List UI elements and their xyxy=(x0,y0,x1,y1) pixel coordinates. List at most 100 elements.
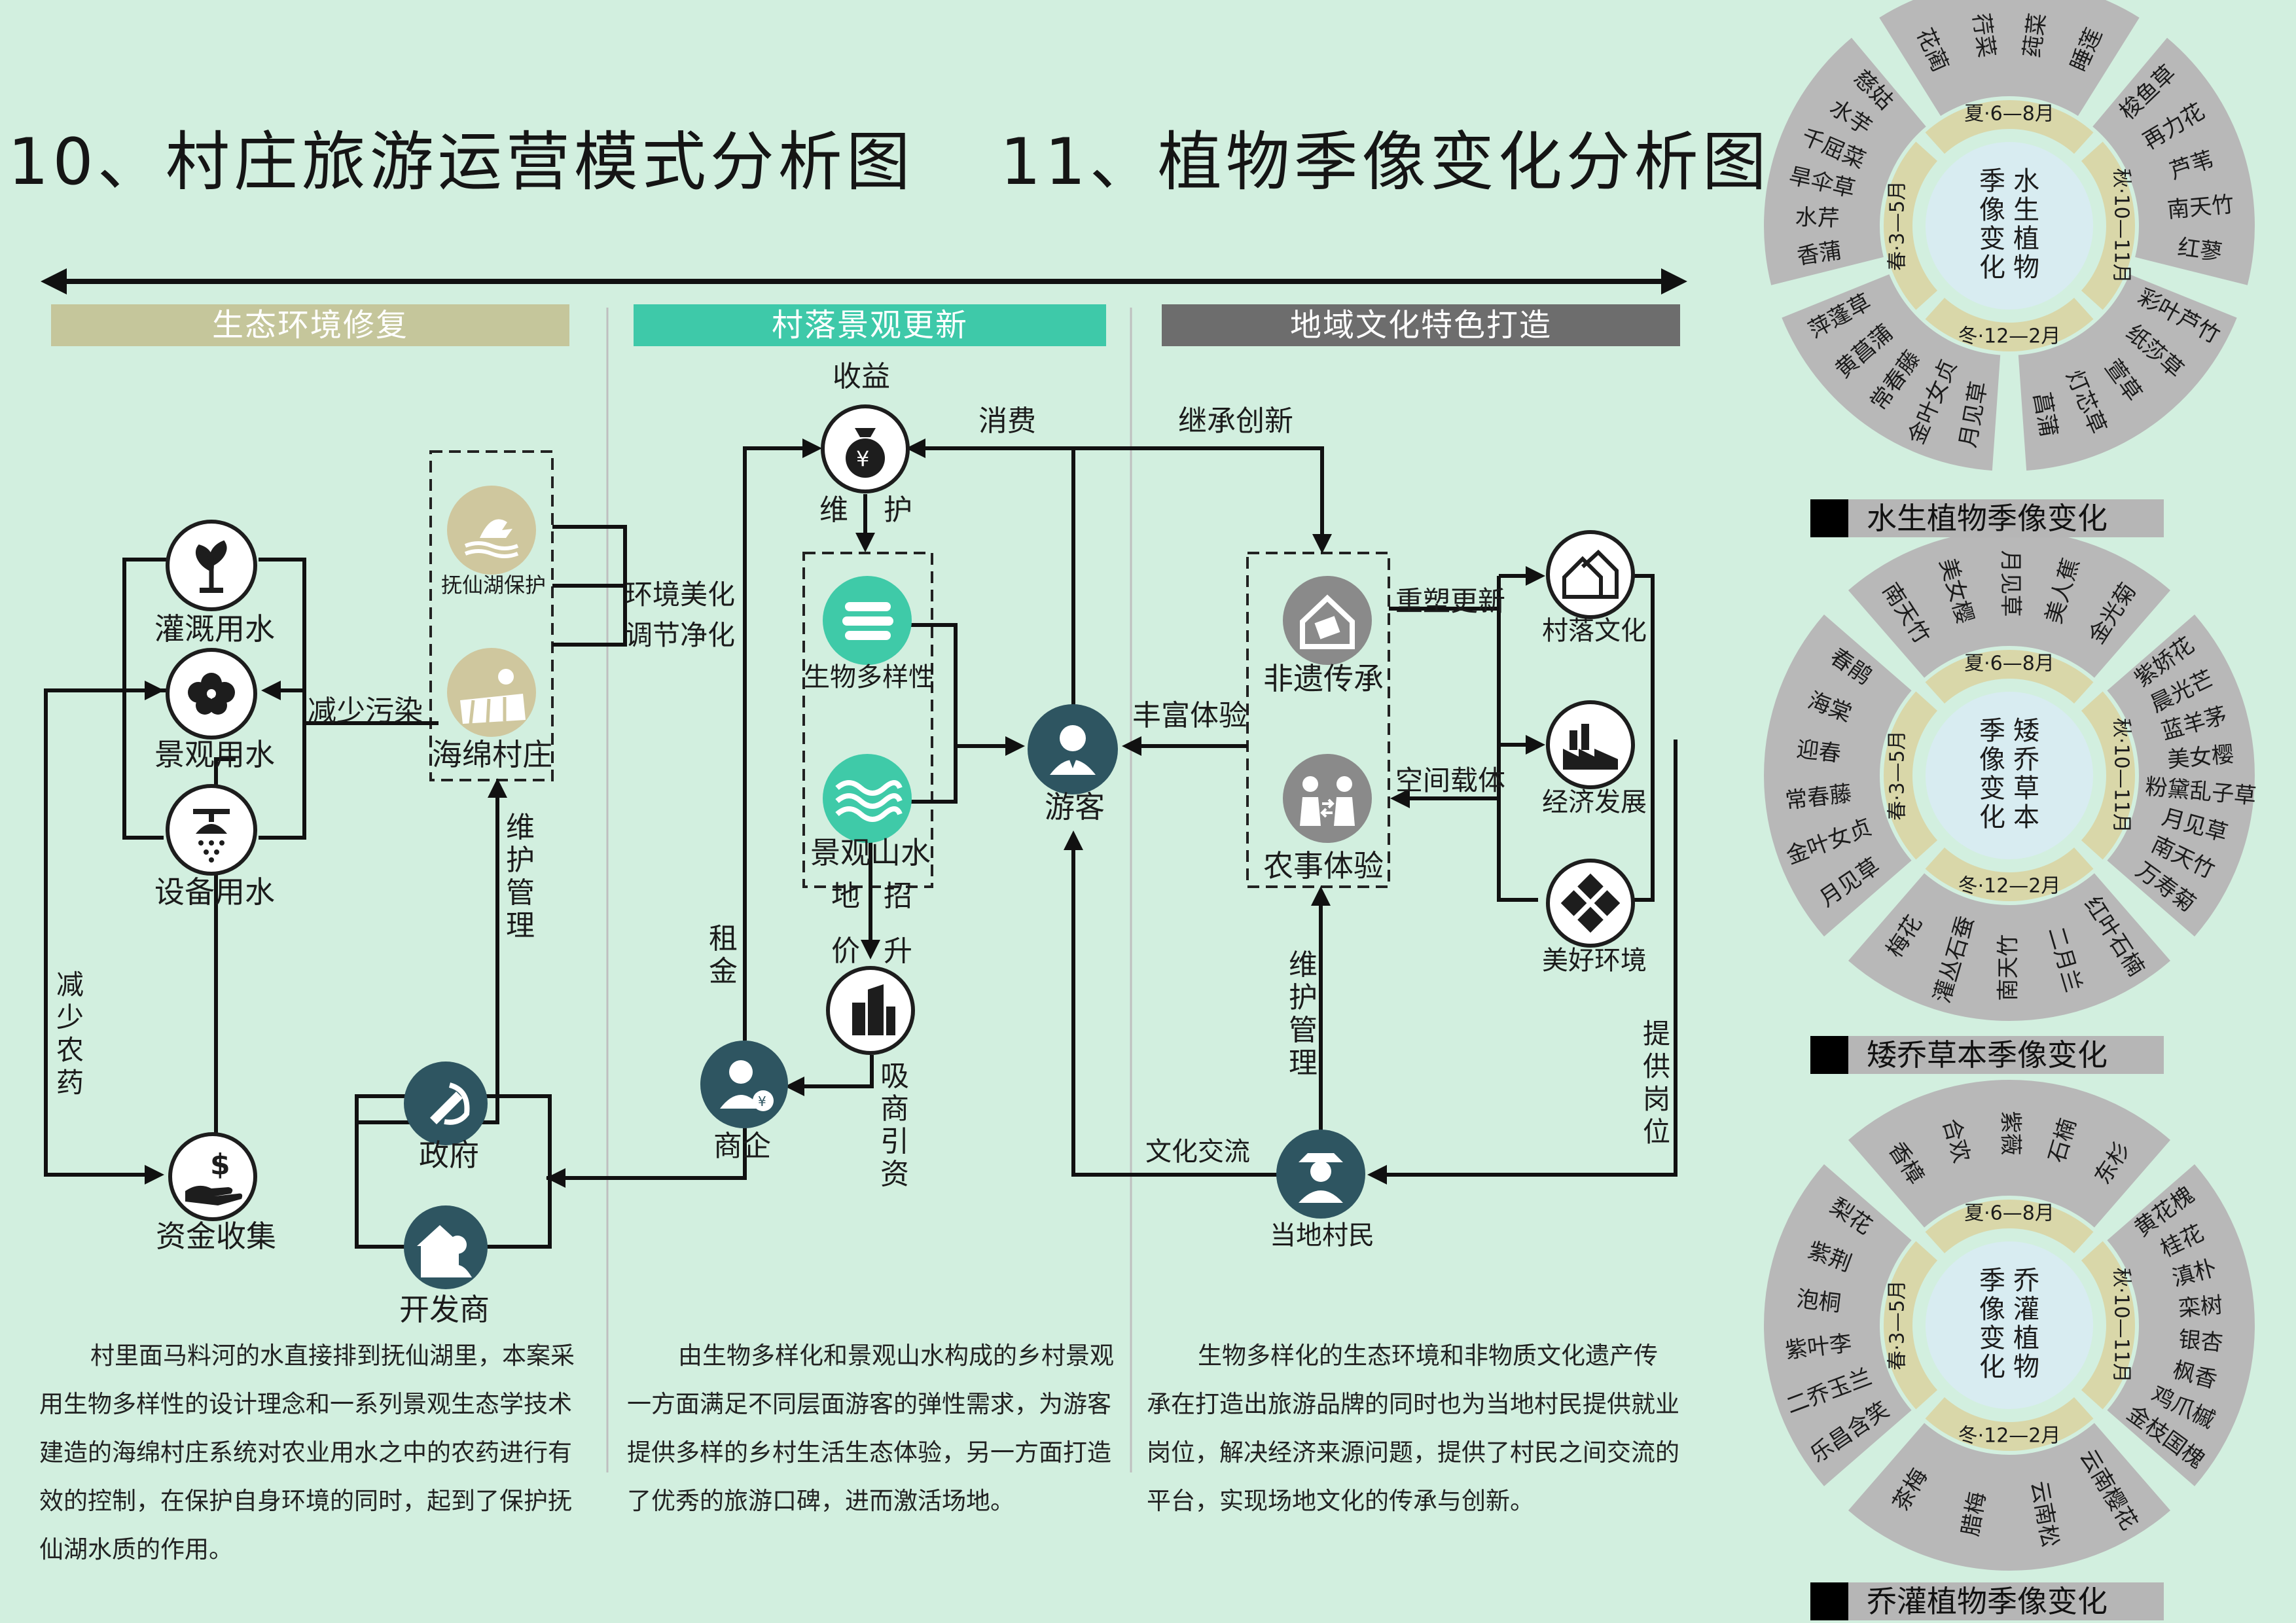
season-sector xyxy=(1925,1200,2094,1254)
season-sector xyxy=(2081,1241,2136,1410)
label-rent: 租金 xyxy=(709,922,738,988)
farming-exchange-icon xyxy=(1283,754,1372,843)
plant-group-sector xyxy=(1764,37,1926,285)
season-label: 秋·10—11月 xyxy=(2110,168,2133,283)
plant-group-sector xyxy=(1848,529,2171,678)
plant-name: 荇菜 xyxy=(1967,12,2000,60)
node-sponge-village: 海绵村庄 xyxy=(432,737,552,772)
wheel-center-char: 化 xyxy=(1979,802,2005,832)
wheel-center xyxy=(1926,142,2093,310)
season-sector xyxy=(2081,141,2135,310)
season-label: 春·3—5月 xyxy=(1886,181,1909,271)
wheel-center-char: 像 xyxy=(1979,745,2005,775)
party-emblem-icon xyxy=(404,1061,488,1145)
plant-group-sector xyxy=(1764,1164,1912,1487)
biodiversity-icon xyxy=(823,576,912,665)
plant-group-sector xyxy=(1848,873,2171,1021)
label-rich-experience: 丰富体验 xyxy=(1132,699,1247,732)
plant-name: 水芹 xyxy=(1795,204,1840,232)
environment-grid-icon xyxy=(1546,859,1635,948)
node-landscape-mountains-water: 景观山水 xyxy=(810,835,931,870)
merchant-icon: ¥ xyxy=(700,1041,788,1128)
node-fund-collection: 资金收集 xyxy=(156,1219,276,1254)
wheel-center-char: 物 xyxy=(2013,253,2039,283)
node-farming-experience: 农事体验 xyxy=(1263,848,1384,883)
shower-icon xyxy=(166,784,257,876)
season-sector xyxy=(1925,1397,2094,1452)
node-economic-development: 经济发展 xyxy=(1542,787,1647,817)
season-label: 夏·6—8月 xyxy=(1964,1202,2054,1225)
svg-text:¥: ¥ xyxy=(758,1094,766,1109)
wheel-center-char: 矮 xyxy=(2013,716,2039,746)
irrigation-icon xyxy=(166,520,257,611)
node-merchant: 商企 xyxy=(713,1130,771,1163)
paragraph-eco: 村里面马料河的水直接排到抚仙湖里，本案采用生物多样性的设计理念和一系列景观生态学… xyxy=(39,1342,575,1563)
wheel-center-char: 水 xyxy=(2013,166,2039,196)
plant-group-sector xyxy=(2107,1164,2255,1487)
wheel-center-char: 季 xyxy=(1979,166,2005,196)
plant-name: 银杏 xyxy=(2178,1327,2224,1357)
node-village-culture: 村落文化 xyxy=(1542,616,1647,646)
season-label: 秋·10—11月 xyxy=(2110,1268,2133,1383)
label-cultural-exchange: 文化交流 xyxy=(1145,1137,1250,1167)
season-label: 冬·12—2月 xyxy=(1958,1425,2061,1448)
plant-group-sector xyxy=(2018,274,2237,471)
waves-icon xyxy=(823,754,912,843)
node-landscape-water-left: 景观用水 xyxy=(154,737,275,772)
wheel-center-char: 变 xyxy=(1979,224,2005,254)
node-beautiful-environment: 美好环境 xyxy=(1542,946,1647,976)
wheel-title-shrub-herb: 矮乔草本季像变化 xyxy=(1810,1036,2164,1074)
diagram-title-tourism: 10、村庄旅游运营模式分析图 xyxy=(8,125,914,200)
label-price-right: 升 xyxy=(884,935,912,968)
label-land-right: 招 xyxy=(884,880,912,913)
season-sector xyxy=(1884,691,1938,860)
plant-name: 泡桐 xyxy=(1795,1286,1842,1317)
plant-name: 栾树 xyxy=(2178,1292,2224,1322)
label-maintain-manage-left: 维护管理 xyxy=(506,811,535,942)
label-price-left: 价 xyxy=(831,935,860,968)
season-label: 春·3—5月 xyxy=(1886,1280,1909,1370)
season-label: 夏·6—8月 xyxy=(1964,103,2054,126)
label-inherit-innovate: 继承创新 xyxy=(1178,404,1293,438)
node-irrigation-water: 灌溉用水 xyxy=(154,611,275,647)
node-intangible-heritage: 非遗传承 xyxy=(1263,661,1384,696)
band-culture-feature: 地域文化特色打造 xyxy=(1162,304,1680,346)
label-maintain: 维 xyxy=(819,493,848,527)
label-reduce-pollution: 减少污染 xyxy=(308,694,423,728)
label-reshape-update: 重塑更新 xyxy=(1395,585,1506,617)
label-consume: 消费 xyxy=(978,404,1036,438)
village-houses-icon xyxy=(1546,530,1635,619)
wheel-center-char: 物 xyxy=(2013,1352,2039,1382)
wheel-center-char: 植 xyxy=(2013,1323,2039,1353)
label-attract-investment: 吸商引资 xyxy=(880,1060,909,1191)
plant-name: 美女樱 xyxy=(2166,741,2235,774)
node-local-villagers: 当地村民 xyxy=(1270,1221,1374,1251)
label-maintain-manage-right: 维护管理 xyxy=(1289,948,1318,1080)
svg-text:$: $ xyxy=(210,1148,230,1181)
label-regulate-purify: 调节净化 xyxy=(625,619,736,651)
plant-name: 莼菜 xyxy=(2019,12,2051,60)
node-tourist: 游客 xyxy=(1045,789,1105,825)
diagram-title-plants: 11、植物季像变化分析图 xyxy=(1000,125,1770,200)
wheel-center-char: 植 xyxy=(2013,224,2039,254)
label-provide-jobs: 提供岗位 xyxy=(1642,1018,1670,1148)
label-protect: 护 xyxy=(884,493,912,527)
money-bag-icon: ¥ xyxy=(821,404,910,493)
label-space-carrier: 空间载体 xyxy=(1395,764,1506,796)
plant-name: 迎春 xyxy=(1795,736,1842,768)
wheel-title-aquatic: 水生植物季像变化 xyxy=(1810,499,2164,537)
plant-name: 红蓼 xyxy=(2176,234,2224,266)
plant-group-sector xyxy=(1764,614,1912,937)
season-label: 秋·10—11月 xyxy=(2110,718,2133,833)
plant-group-sector xyxy=(1782,274,2001,471)
wheel-center-char: 化 xyxy=(1979,253,2005,283)
plant-name: 紫薇 xyxy=(1998,1111,2024,1156)
wheel-center-char: 本 xyxy=(2013,802,2039,832)
plant-group-sector xyxy=(2107,614,2255,937)
wheel-center-char: 变 xyxy=(1979,774,2005,804)
wheel-center-char: 草 xyxy=(2013,774,2039,804)
season-sector xyxy=(1925,847,2094,902)
plant-group-sector xyxy=(1848,1079,2171,1228)
